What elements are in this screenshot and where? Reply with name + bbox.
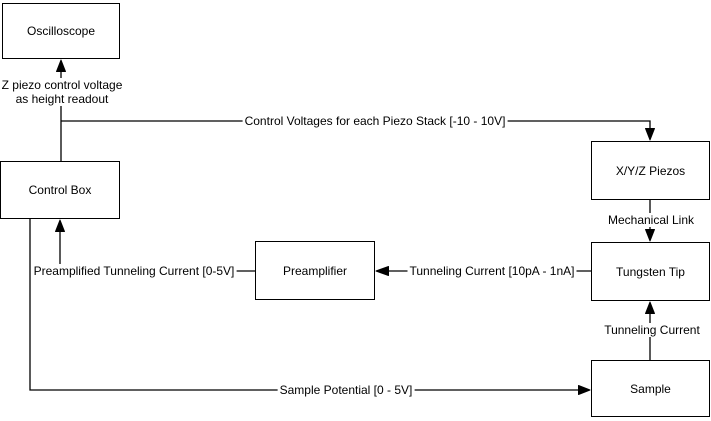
node-preamplifier: Preamplifier (255, 241, 375, 300)
edge-z-piezo-readout (56, 59, 66, 161)
edge-label-z-piezo-readout-line1: Z piezo control voltage (1, 78, 123, 92)
edge-label-control-voltages: Control Voltages for each Piezo Stack [-… (242, 114, 508, 128)
edge-label-sample-potential: Sample Potential [0 - 5V] (277, 383, 415, 397)
node-oscilloscope: Oscilloscope (2, 3, 120, 59)
node-preamplifier-label: Preamplifier (282, 263, 348, 278)
node-tungsten-tip-label: Tungsten Tip (616, 264, 685, 279)
edge-label-tunneling-current-tip: Tunneling Current [10pA - 1nA] (407, 264, 577, 278)
edge-label-z-piezo-readout-line2: as height readout (15, 92, 109, 106)
node-control-box: Control Box (0, 161, 120, 219)
node-sample: Sample (591, 360, 710, 417)
edge-label-mechanical-link: Mechanical Link (605, 213, 697, 227)
edge-label-z-piezo-readout: Z piezo control voltage as height readou… (0, 78, 125, 106)
edge-label-preamplified-current: Preamplified Tunneling Current [0-5V] (31, 264, 237, 278)
node-oscilloscope-label: Oscilloscope (26, 24, 96, 38)
node-xyz-piezos-label: X/Y/Z Piezos (615, 163, 686, 178)
edge-label-tunneling-current-sample: Tunneling Current (602, 323, 702, 337)
node-sample-label: Sample (630, 381, 671, 396)
node-tungsten-tip: Tungsten Tip (591, 242, 710, 301)
node-xyz-piezos: X/Y/Z Piezos (591, 141, 710, 200)
node-control-box-label: Control Box (28, 183, 92, 197)
